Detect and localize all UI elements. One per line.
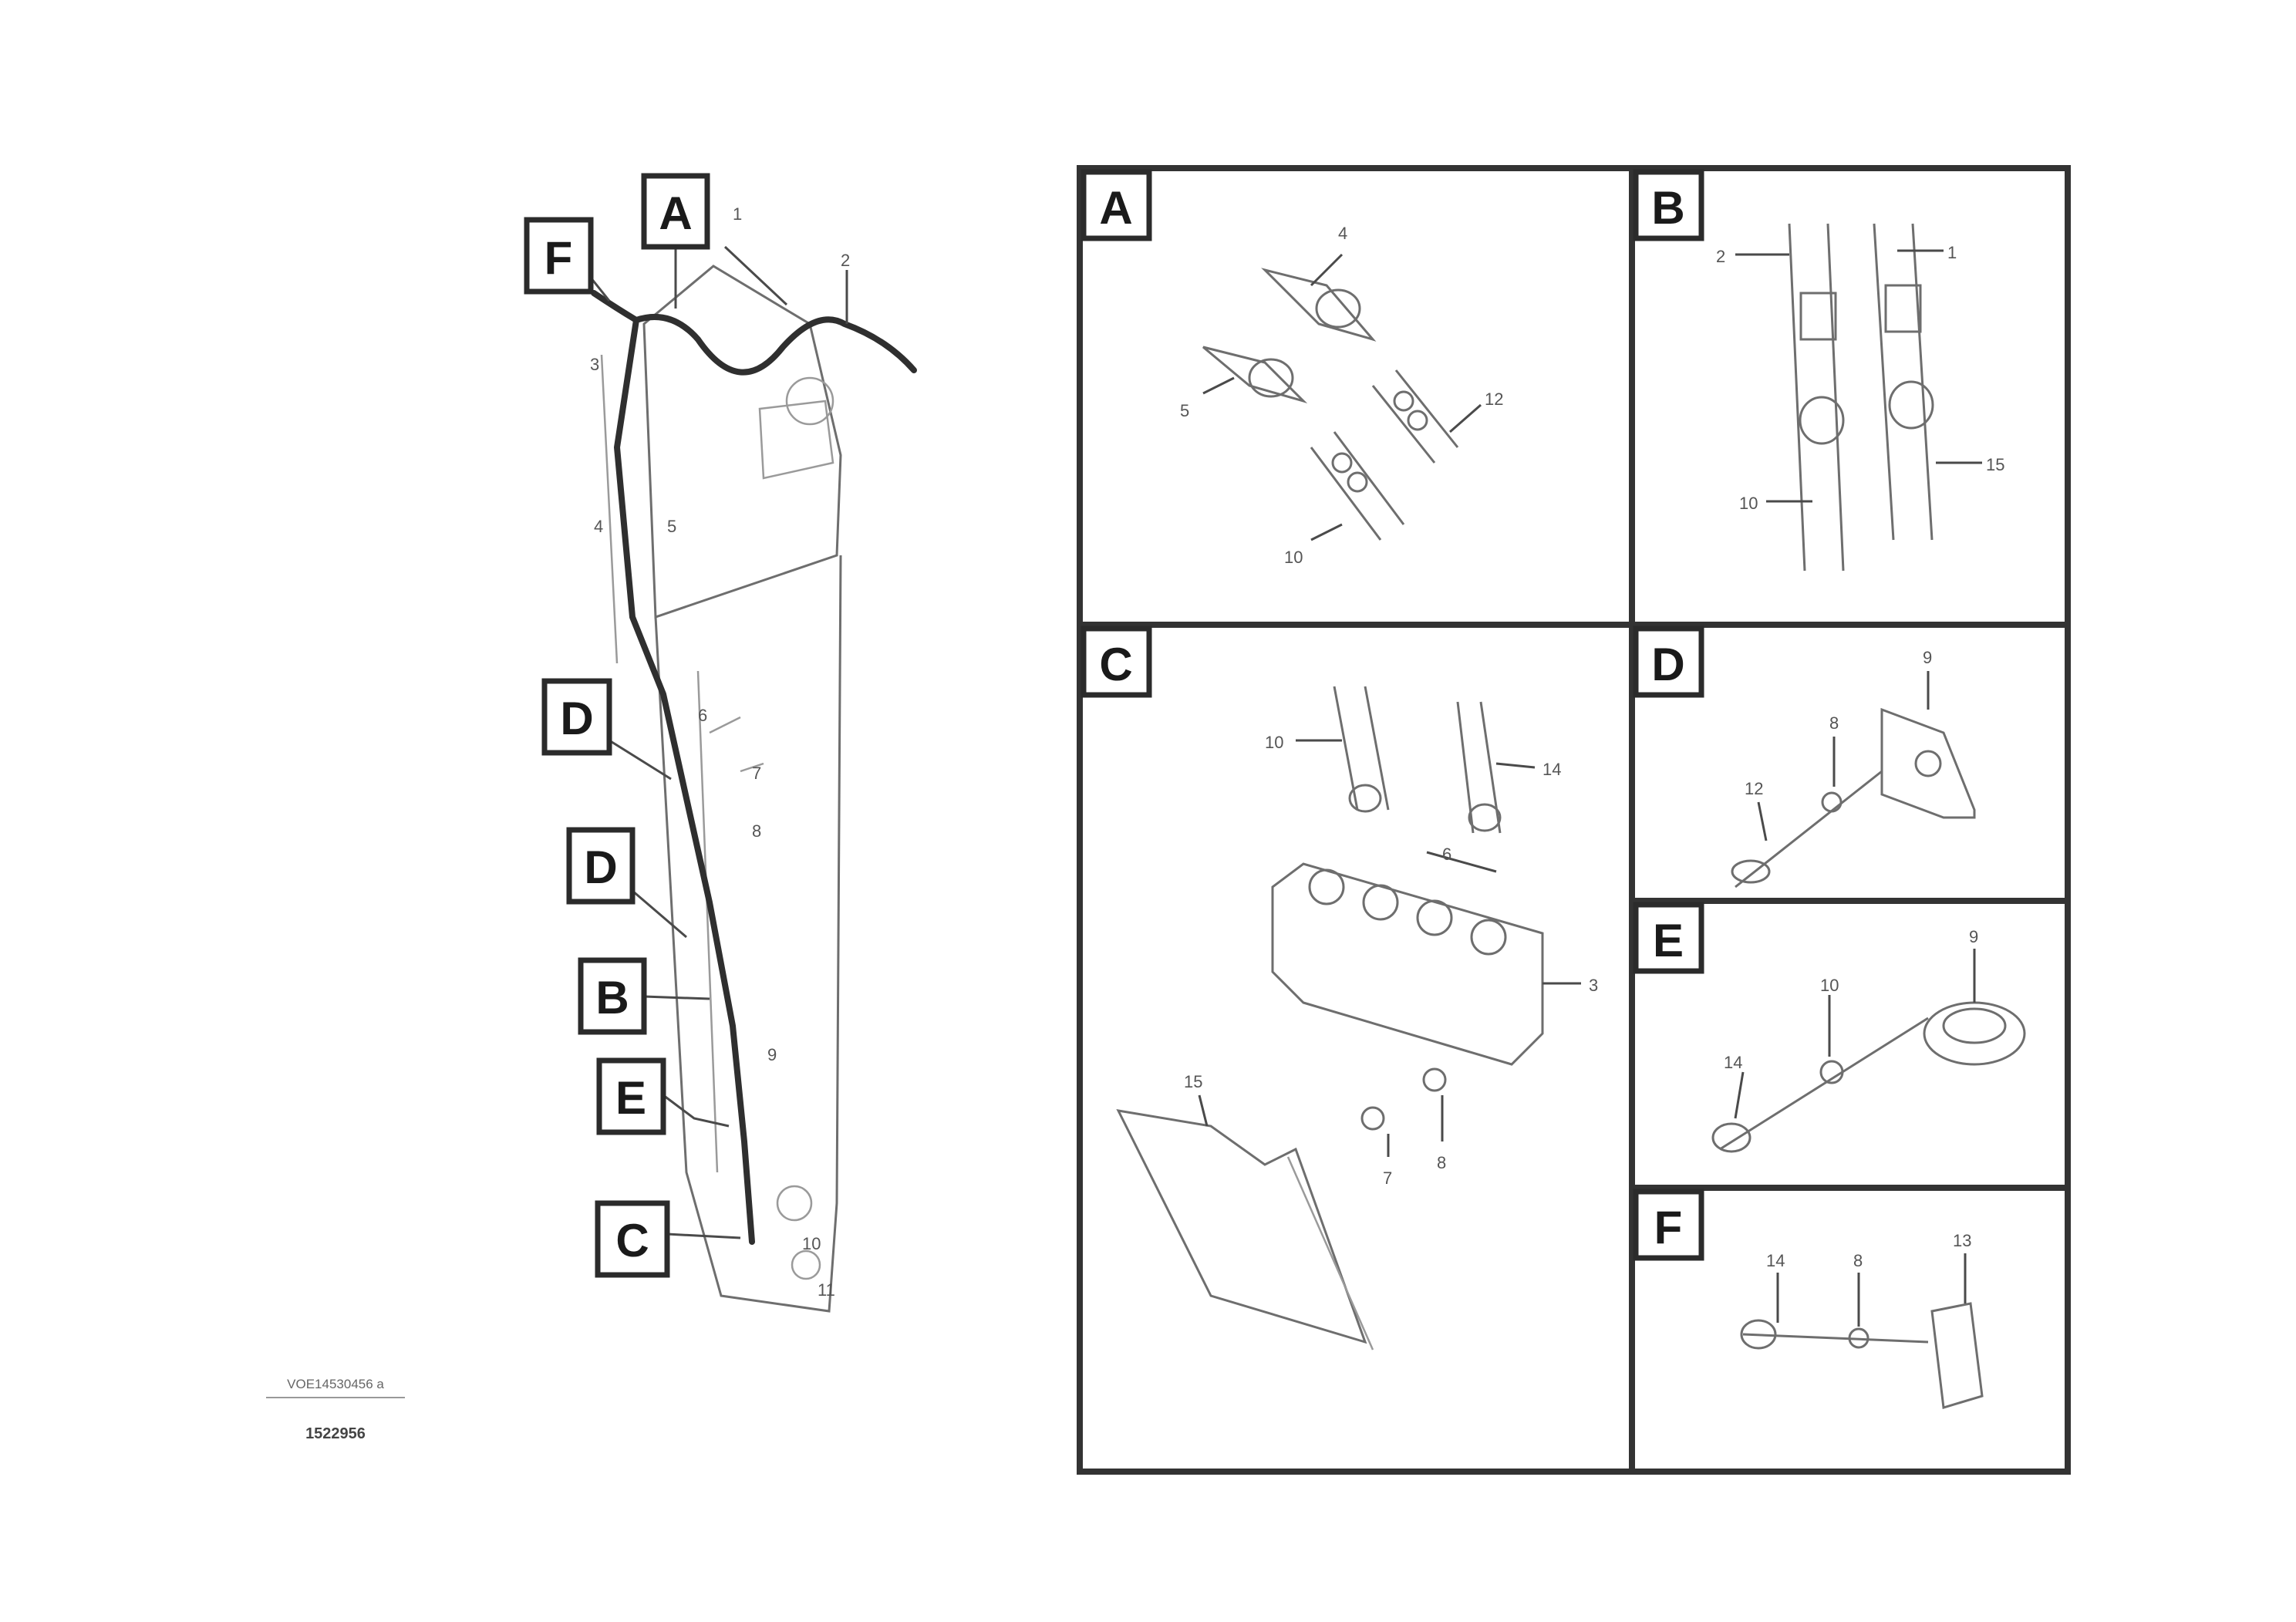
panel-a-num: 4 [1338, 224, 1347, 243]
callout-d-upper[interactable]: D [541, 678, 612, 756]
panel-d: D 9 8 12 [1633, 626, 1976, 889]
panel-d-parts [1731, 671, 1976, 889]
panel-d-num: 8 [1829, 713, 1839, 733]
callout-d-lower[interactable]: D [566, 827, 636, 905]
panel-c-label: C [1099, 639, 1132, 690]
callout-f-label: F [544, 232, 573, 284]
drawing-code-line2: 1522956 [305, 1425, 366, 1442]
callout-b-label: B [595, 972, 629, 1023]
panel-b-parts [1735, 223, 1982, 572]
panel-c-parts [1116, 686, 1581, 1351]
panel-e: E 9 10 14 [1633, 902, 2026, 1153]
panel-a-num: 10 [1284, 548, 1303, 567]
panel-a: A 4 12 5 10 [1081, 169, 1503, 567]
panel-f-parts [1740, 1253, 1984, 1409]
overview-num: 7 [752, 764, 761, 783]
overview-num: 3 [590, 355, 599, 374]
overview-num: 4 [594, 517, 603, 536]
panel-c-num: 14 [1542, 760, 1561, 779]
panel-b-num: 2 [1716, 247, 1725, 266]
overview-part-numbers: 1 2 3 4 5 6 7 8 9 10 11 [590, 204, 850, 1300]
panel-b-label: B [1651, 182, 1684, 234]
panel-c-tag[interactable]: C [1081, 626, 1152, 698]
panel-f-label: F [1654, 1202, 1683, 1253]
panel-c-num: 10 [1265, 733, 1283, 752]
callout-a[interactable]: A [641, 173, 710, 250]
overview-num: 9 [767, 1045, 777, 1064]
panel-e-tag[interactable]: E [1633, 902, 1704, 974]
panel-e-parts [1711, 949, 2026, 1153]
hose-line [591, 290, 917, 1245]
drawing-code: VOE14530456 a 1522956 [266, 1377, 405, 1442]
panel-d-num: 12 [1745, 779, 1763, 798]
panel-e-num: 14 [1724, 1053, 1742, 1072]
panel-a-tag[interactable]: A [1081, 169, 1152, 241]
panel-c-num: 6 [1442, 845, 1451, 864]
panel-f-num: 8 [1853, 1251, 1863, 1270]
overview-num: 11 [818, 1280, 835, 1300]
panel-b-num: 1 [1947, 243, 1957, 262]
callout-e-label: E [615, 1072, 646, 1124]
panel-f: F 14 8 13 [1633, 1189, 1984, 1409]
panel-b-num: 15 [1986, 455, 2004, 474]
callout-d-upper-label: D [560, 693, 593, 744]
overview-num: 2 [841, 251, 850, 270]
panel-d-num: 9 [1923, 648, 1932, 667]
overview-num: 10 [802, 1234, 821, 1253]
panel-e-num: 10 [1820, 976, 1839, 995]
overview-drawing: 1 2 3 4 5 6 7 8 9 10 11 F A D D [524, 173, 917, 1313]
panel-c-num: 3 [1589, 976, 1598, 995]
panel-b: B 2 1 15 10 [1633, 169, 2004, 572]
panel-f-num: 14 [1766, 1251, 1785, 1270]
panel-c: C 10 14 3 15 8 7 [1081, 626, 1598, 1351]
panel-c-num: 8 [1437, 1153, 1446, 1172]
drawing-code-line1: VOE14530456 a [287, 1377, 384, 1391]
panel-e-label: E [1653, 915, 1684, 966]
callout-a-label: A [659, 187, 692, 239]
panel-c-num: 7 [1383, 1168, 1392, 1188]
callout-b[interactable]: B [578, 957, 647, 1035]
panel-d-label: D [1651, 639, 1684, 690]
callout-c[interactable]: C [595, 1200, 670, 1278]
panel-f-num: 13 [1953, 1231, 1971, 1250]
overview-num: 5 [667, 517, 676, 536]
panel-a-label: A [1099, 182, 1132, 234]
callout-d-lower-label: D [584, 841, 617, 893]
panel-d-tag[interactable]: D [1633, 626, 1704, 698]
panel-b-tag[interactable]: B [1633, 169, 1704, 241]
callout-e[interactable]: E [596, 1057, 666, 1135]
overview-num: 6 [698, 706, 707, 725]
callout-c-label: C [615, 1215, 649, 1266]
callout-f[interactable]: F [524, 217, 594, 295]
overview-num: 1 [733, 204, 742, 224]
panel-b-num: 10 [1739, 494, 1758, 513]
panel-a-num: 12 [1485, 389, 1503, 409]
detail-frame [1077, 165, 2071, 1475]
panel-e-num: 9 [1969, 927, 1978, 946]
panel-a-num: 5 [1180, 401, 1189, 420]
arm-outline [600, 265, 842, 1313]
overview-leaders [589, 245, 848, 1239]
overview-num: 8 [752, 821, 761, 841]
panel-f-tag[interactable]: F [1633, 1189, 1704, 1261]
panel-c-num: 15 [1184, 1072, 1202, 1091]
panel-a-parts [1202, 253, 1482, 541]
